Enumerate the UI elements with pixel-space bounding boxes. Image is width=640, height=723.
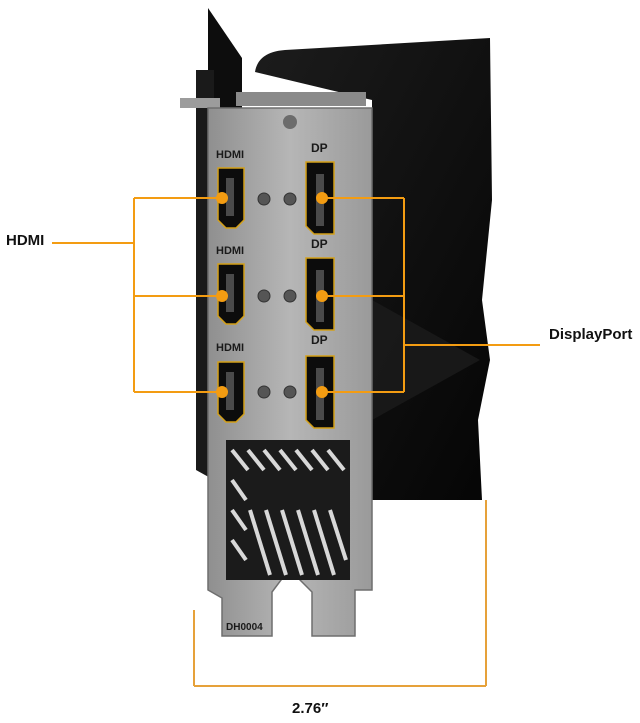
width-dimension-line: [193, 500, 487, 687]
etched-dp-label: DP: [311, 333, 328, 347]
standoff-screw-icon: [283, 385, 297, 399]
part-code-label: DH0004: [226, 622, 263, 633]
etched-dp-label: DP: [311, 141, 328, 155]
etched-hdmi-label: HDMI: [216, 149, 244, 161]
hdmi-callout: [52, 192, 228, 398]
etched-dp-label: DP: [311, 237, 328, 251]
width-dimension-label: 2.76″: [292, 700, 329, 717]
hdmi-label: HDMI: [6, 232, 45, 249]
etched-hdmi-label: HDMI: [216, 342, 244, 354]
hdmi-port: [217, 167, 245, 229]
hdmi-port: [217, 361, 245, 423]
vent-grille: [226, 440, 350, 580]
standoff-screw-icon: [283, 192, 297, 206]
displayport-callout: [316, 192, 540, 398]
etched-hdmi-label: HDMI: [216, 245, 244, 257]
displayport-label: DisplayPort: [549, 326, 633, 343]
hdmi-port: [217, 263, 245, 325]
standoff-screw-icon: [257, 289, 271, 303]
standoff-screw-icon: [283, 289, 297, 303]
standoff-screw-icon: [257, 385, 271, 399]
cooler-shroud: [255, 38, 492, 500]
bracket-screw-icon: [283, 115, 297, 129]
standoff-screw-icon: [257, 192, 271, 206]
